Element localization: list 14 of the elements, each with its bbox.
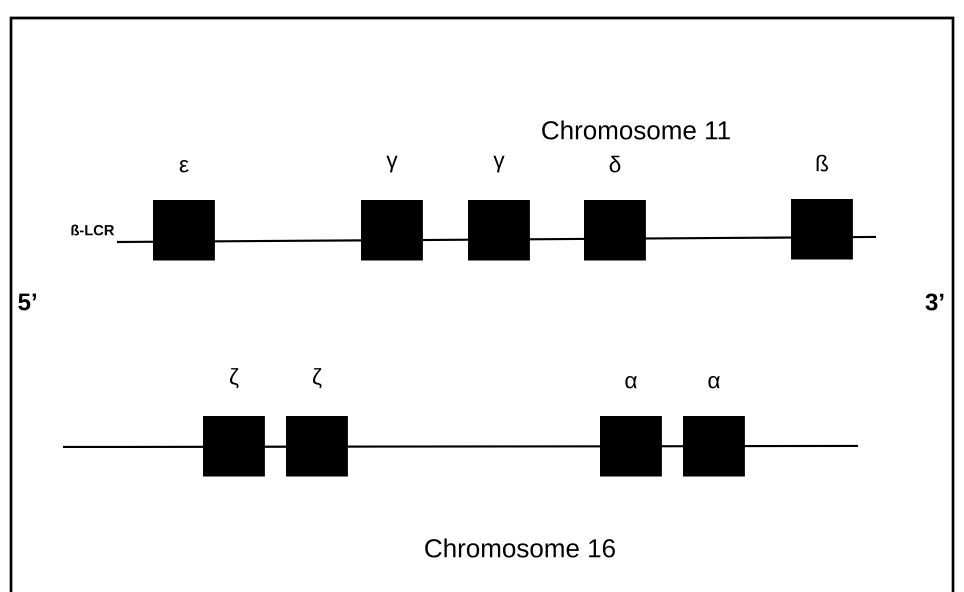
- gene-label: γ: [493, 156, 505, 172]
- gene-label: ε: [180, 160, 189, 172]
- chromosome-title: Chromosome 11: [542, 120, 730, 140]
- gene-label: ζ: [312, 368, 322, 388]
- gene-label: α: [625, 376, 637, 388]
- chromosome-title: Chromosome 16: [425, 538, 615, 558]
- gene-label: ζ: [230, 368, 239, 388]
- strand-end-label: 3’: [926, 293, 944, 310]
- gene-label: α: [708, 376, 720, 388]
- region-label: ß-LCR: [71, 224, 114, 236]
- gene-label: δ: [610, 156, 620, 172]
- gene-label: ß: [816, 154, 828, 172]
- gene-label: γ: [386, 156, 398, 172]
- strand-end-label: 5’: [18, 294, 36, 310]
